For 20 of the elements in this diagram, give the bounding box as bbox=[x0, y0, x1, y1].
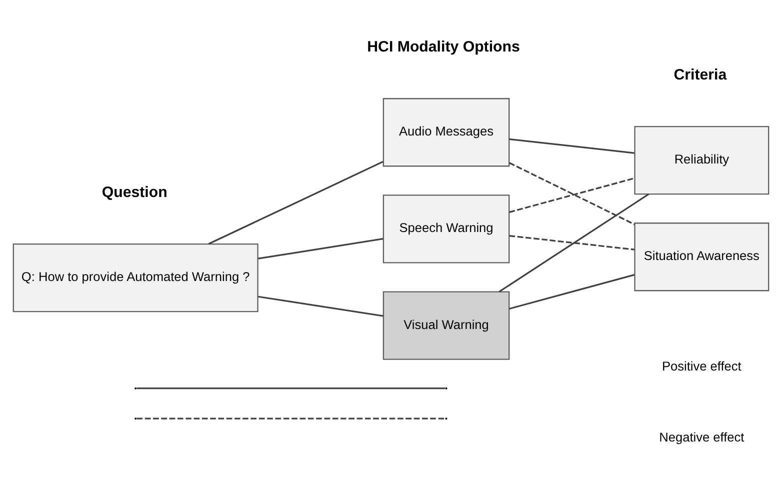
connector bbox=[509, 234, 634, 250]
node-box: Reliability bbox=[634, 126, 770, 195]
connector bbox=[258, 296, 384, 317]
legend-label: Positive effect bbox=[662, 358, 742, 374]
connector bbox=[509, 138, 634, 154]
label: HCI Modality Options bbox=[367, 38, 520, 56]
connector bbox=[509, 162, 635, 226]
connector bbox=[509, 274, 635, 310]
connector bbox=[509, 177, 635, 213]
node-box: Q: How to provide Automated Warning ? bbox=[12, 244, 258, 312]
node-box: Situation Awareness bbox=[634, 222, 770, 292]
connector bbox=[258, 238, 384, 260]
label: Question bbox=[102, 184, 168, 201]
label: Criteria bbox=[674, 66, 727, 84]
node-box: Audio Messages bbox=[382, 98, 510, 167]
node-box: Visual Warning bbox=[382, 291, 510, 360]
legend-label: Negative effect bbox=[659, 430, 744, 445]
node-box: Speech Warning bbox=[382, 194, 510, 264]
connector bbox=[498, 193, 650, 292]
connector bbox=[208, 160, 384, 245]
